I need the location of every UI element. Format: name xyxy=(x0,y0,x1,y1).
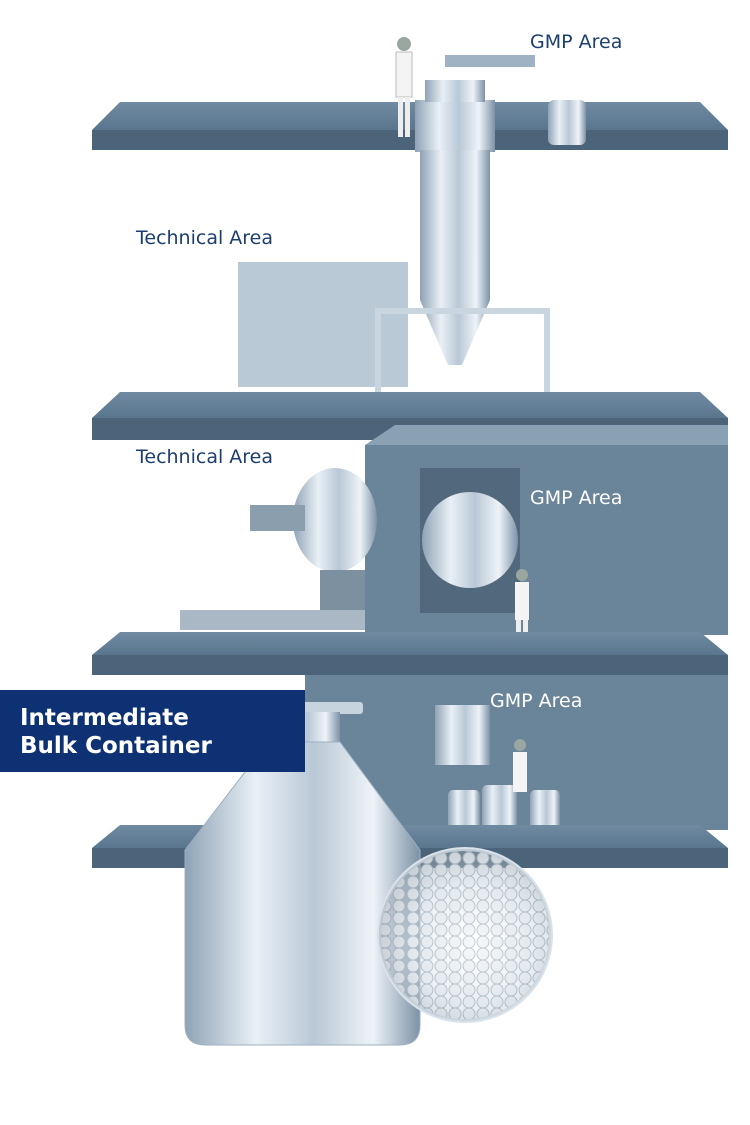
ibc-callout-line1: Intermediate xyxy=(20,705,189,731)
label-gmp-area-lower: GMP Area xyxy=(490,690,582,712)
reactor-vessel xyxy=(415,55,586,365)
ibc-callout: Intermediate Bulk Container xyxy=(0,690,305,772)
dryer-vessel xyxy=(180,468,377,630)
floor-slab-3 xyxy=(92,632,728,675)
support-frame xyxy=(375,308,550,314)
gmp-room-middle xyxy=(365,425,728,635)
label-gmp-area-top: GMP Area xyxy=(530,31,622,53)
granule-magnifier xyxy=(377,847,553,1023)
label-gmp-area-middle: GMP Area xyxy=(530,487,622,509)
ibc-callout-line2: Bulk Container xyxy=(20,733,212,759)
technical-wall-upper xyxy=(238,262,408,387)
label-technical-area-upper: Technical Area xyxy=(135,227,273,249)
label-technical-area-middle: Technical Area xyxy=(135,446,273,468)
operator-figure-top xyxy=(395,37,413,137)
